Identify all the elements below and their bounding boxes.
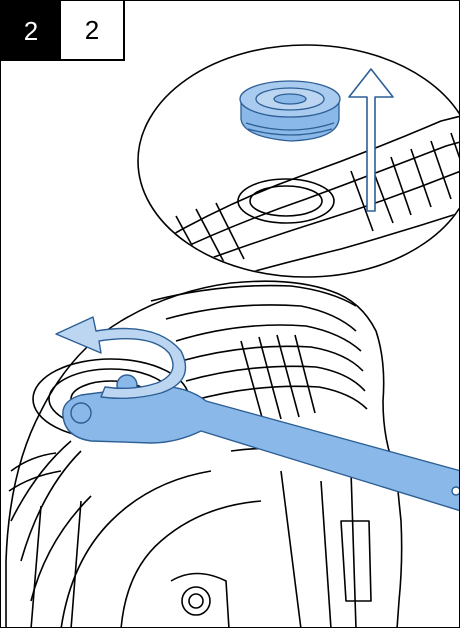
sub-step-number: 2	[61, 1, 125, 61]
rotate-ccw-icon	[55, 316, 187, 400]
magnified-inset	[137, 44, 459, 278]
oil-plug	[239, 80, 341, 142]
step-header: 2 2	[1, 1, 125, 61]
arrow-up-icon	[348, 68, 394, 212]
step-number: 2	[1, 1, 61, 61]
